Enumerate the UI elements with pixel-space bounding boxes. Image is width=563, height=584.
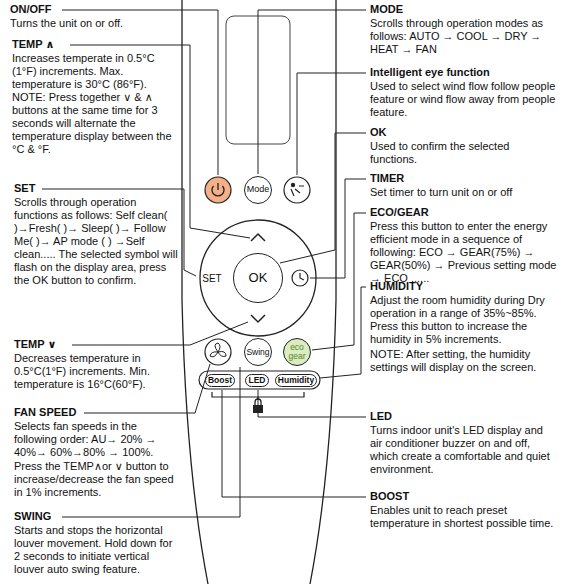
button-label: SET <box>202 272 221 285</box>
button-text: eco gear <box>288 343 307 361</box>
heading: ECO/GEAR <box>370 206 429 219</box>
button-bar <box>199 371 320 389</box>
heading: TEMP ∨ <box>14 338 56 351</box>
heading: Intelligent eye function <box>370 66 490 79</box>
description: Selects fan speeds in the following orde… <box>14 420 176 459</box>
description: Increases temperate in 0.5°C (1°F) incre… <box>12 52 178 156</box>
description: NOTE: After setting, the humidity settin… <box>370 348 558 374</box>
description: Press the TEMP∧or ∨ button to increase/d… <box>14 460 176 499</box>
description: Used to select wind flow follow people f… <box>370 80 558 119</box>
button-text: Humidity <box>278 376 314 385</box>
description: Scrolls through operation functions as f… <box>14 196 180 287</box>
button-text: Boost <box>208 376 232 385</box>
heading: SWING <box>14 510 51 523</box>
description: Adjust the room humidity during Dry oper… <box>370 294 558 346</box>
description: Scrolls through operation modes as follo… <box>370 17 558 56</box>
description: Enables unit to reach preset temperature… <box>370 504 558 530</box>
eco-gear-button: eco gear <box>283 338 311 366</box>
heading: ON/OFF <box>10 3 52 16</box>
down-chevron <box>251 315 265 322</box>
heading: TEMP ∧ <box>12 38 54 51</box>
description: Decreases temperature in 0.5°C(1°F) incr… <box>14 352 176 391</box>
boost-button: Boost <box>205 374 235 387</box>
up-chevron <box>251 234 265 241</box>
button-text: OK <box>249 271 268 285</box>
description: Press this button to enter the energy ef… <box>370 220 558 285</box>
led-button: LED <box>245 374 269 387</box>
description: Turns indoor unit's LED display and air … <box>370 424 558 476</box>
fan-button <box>205 339 231 365</box>
eye-button <box>284 177 310 203</box>
description: Set timer to turn unit on or off <box>370 186 558 199</box>
heading: OK <box>370 126 387 139</box>
button-text: Mode <box>247 185 270 194</box>
power-button <box>205 177 231 203</box>
heading: TIMER <box>370 172 404 185</box>
ok-button: OK <box>233 253 283 303</box>
button-text: Swing <box>246 348 269 357</box>
description: Starts and stops the horizontal louver m… <box>14 524 176 576</box>
heading: LED <box>370 410 392 423</box>
swing-button: Swing <box>244 338 272 366</box>
heading: FAN SPEED <box>14 406 76 419</box>
remote-body <box>182 0 336 584</box>
timer-icon <box>292 270 308 286</box>
heading: SET <box>14 182 35 195</box>
direction-pad <box>200 220 316 336</box>
heading: BOOST <box>370 490 409 503</box>
humidity-button: Humidity <box>275 374 317 387</box>
description: Turns the unit on or off. <box>10 17 180 30</box>
button-text: LED <box>249 376 266 385</box>
heading: MODE <box>370 3 403 16</box>
mode-button: Mode <box>244 176 272 204</box>
description: Used to confirm the selected functions. <box>370 140 558 166</box>
heading: HUMIDITY <box>370 280 423 293</box>
